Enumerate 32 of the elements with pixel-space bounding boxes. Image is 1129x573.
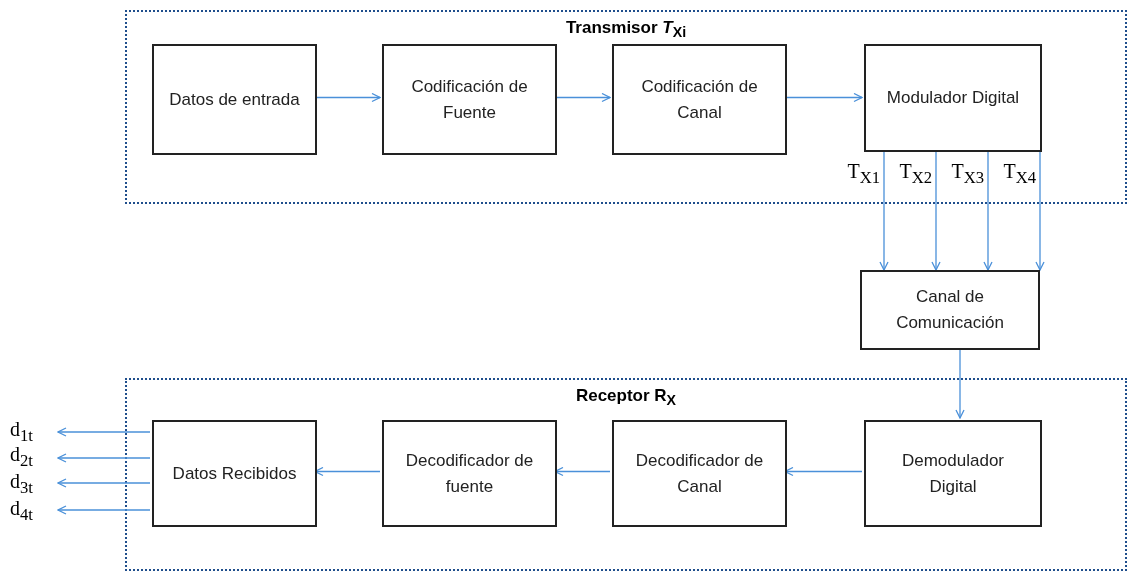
arrow (931, 149, 941, 271)
arrow (1035, 149, 1045, 271)
arrow (554, 466, 611, 477)
group-title: Receptor R$_{X}$ (574, 386, 678, 405)
dotted-group-frame (125, 378, 1127, 571)
arrow (57, 505, 151, 515)
arrow (879, 149, 889, 271)
output-label: d$_{3t}$ (10, 470, 58, 498)
process-box: Demodulador Digital (864, 420, 1042, 527)
process-box: Decodificador de Canal (612, 420, 787, 527)
process-box: Canal de Comunicación (860, 270, 1040, 350)
output-label: d$_{1t}$ (10, 418, 58, 446)
process-box: Datos Recibidos (152, 420, 317, 527)
arrow (784, 466, 863, 477)
arrow (314, 92, 381, 103)
group-title: Transmisor T$_{Xi}$ (564, 18, 688, 37)
process-box: Codificación de Fuente (382, 44, 557, 155)
arrow (955, 349, 965, 419)
arrow (57, 478, 151, 488)
process-box: Datos de entrada (152, 44, 317, 155)
arrow (784, 92, 863, 103)
arrow (983, 149, 993, 271)
process-box: Decodificador de fuente (382, 420, 557, 527)
output-label: d$_{2t}$ (10, 443, 58, 471)
dotted-group-frame (125, 10, 1127, 204)
arrow (57, 453, 151, 463)
process-box: Codificación de Canal (612, 44, 787, 155)
arrow (554, 92, 611, 103)
output-label: d$_{4t}$ (10, 497, 58, 525)
arrow (57, 427, 151, 437)
arrow (314, 466, 381, 477)
process-box: Modulador Digital (864, 44, 1042, 152)
